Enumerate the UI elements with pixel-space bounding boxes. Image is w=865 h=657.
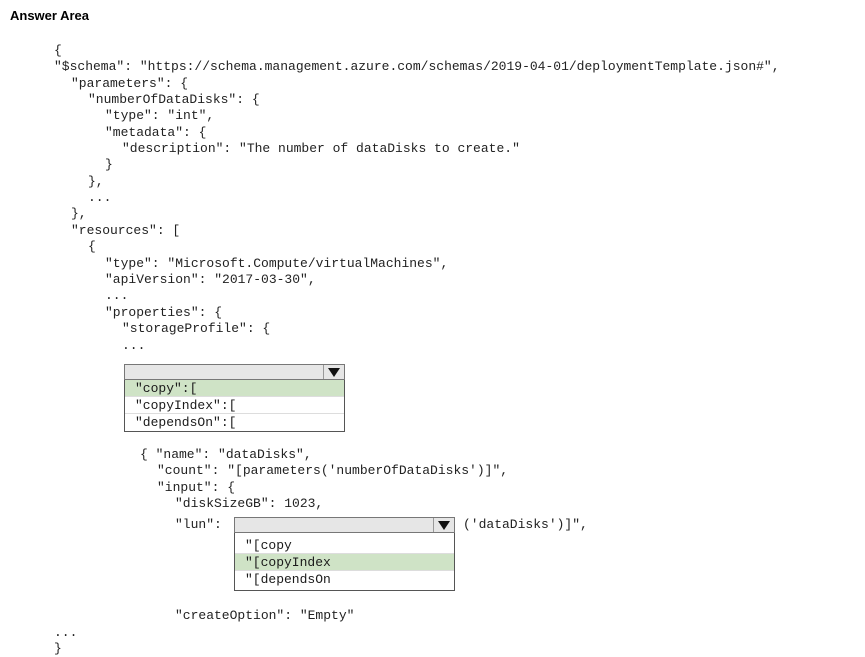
lun-dropdown-bar[interactable] [234,517,455,533]
code-line: "resources": [ [71,223,181,238]
dropdown-option-copyindex[interactable]: "copyIndex":[ [125,397,344,414]
code-line: "input": { [157,480,236,495]
code-line: { [54,43,62,58]
code-line: "description": "The number of dataDisks … [122,141,520,156]
code-line: ... [105,288,129,303]
code-line: "createOption": "Empty" [175,608,355,623]
code-line: "properties": { [105,305,223,320]
code-line: { "name": "dataDisks", [140,447,312,462]
code-line: ('dataDisks')]", [463,517,588,532]
code-line: "type": "int", [105,108,215,123]
code-line: "parameters": { [71,76,189,91]
code-line: }, [88,174,104,189]
code-line: "diskSizeGB": 1023, [175,496,324,511]
dropdown-option-dependson[interactable]: "dependsOn":[ [135,415,237,430]
code-line: ... [122,338,146,353]
triangle-down-icon[interactable] [433,518,454,532]
code-line: ... [88,190,112,205]
code-line: "$schema": "https://schema.management.az… [54,59,780,74]
code-line: "type": "Microsoft.Compute/virtualMachin… [105,256,449,271]
code-line: "apiVersion": "2017-03-30", [105,272,316,287]
code-line: "storageProfile": { [122,321,271,336]
copy-dropdown[interactable]: "copy":[ "copyIndex":[ "dependsOn":[ [124,364,345,432]
code-line: ... [54,625,78,640]
code-line: { [88,239,96,254]
lun-dropdown[interactable]: "[copy "[copyIndex "[dependsOn [234,517,455,591]
dropdown-option-copyindex[interactable]: "[copyIndex [235,554,454,571]
code-line: }, [71,206,87,221]
dropdown-option-dependson[interactable]: "[dependsOn [245,572,331,587]
dropdown-option-copy[interactable]: "copy":[ [125,380,344,397]
code-line: } [105,157,113,172]
triangle-down-icon[interactable] [323,365,344,379]
code-line: "count": "[parameters('numberOfDataDisks… [157,463,509,478]
dropdown-option-copy[interactable]: "[copy [235,537,454,554]
copy-dropdown-bar[interactable] [124,364,345,380]
code-line: "lun": [175,517,222,532]
answer-area-heading: Answer Area [10,8,89,23]
code-line: } [54,641,62,656]
code-line: "metadata": { [105,125,207,140]
lun-dropdown-options: "[copy "[copyIndex "[dependsOn [234,533,455,591]
copy-dropdown-options: "copy":[ "copyIndex":[ "dependsOn":[ [124,380,345,432]
code-line: "numberOfDataDisks": { [88,92,260,107]
